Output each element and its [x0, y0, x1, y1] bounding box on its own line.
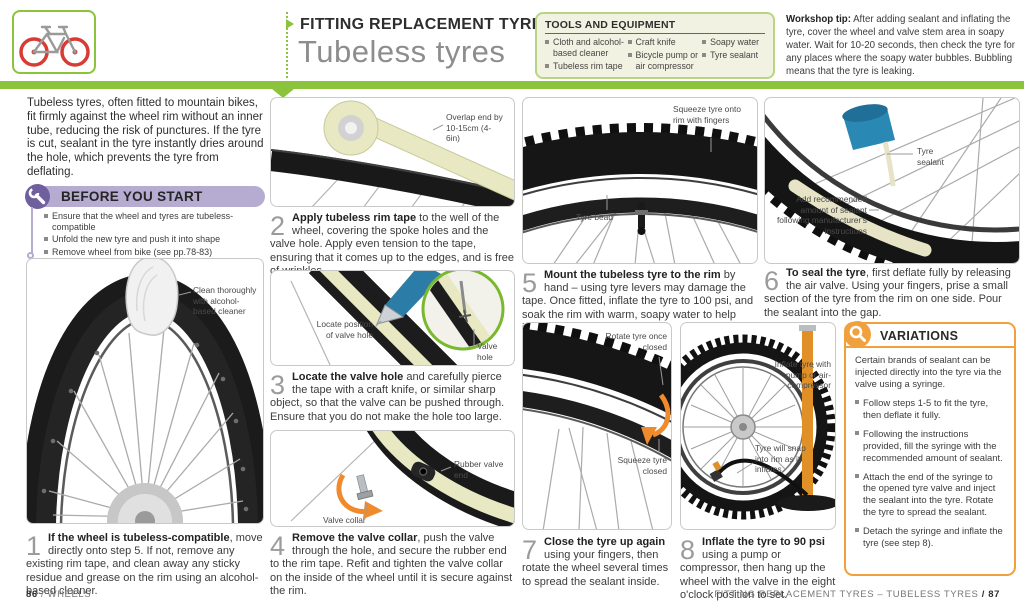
mount-tyre-image: Squeeze tyre onto rim with fingers Tyre …: [522, 97, 758, 264]
green-bar: [0, 81, 1024, 89]
bullet-icon: [702, 40, 707, 44]
tools-title: TOOLS AND EQUIPMENT: [545, 19, 765, 34]
bullet-icon: [44, 237, 48, 242]
workshop-tip: Workshop tip: After adding sealant and i…: [786, 14, 1016, 77]
intro-text: Tubeless tyres, often fitted to mountain…: [27, 97, 264, 178]
step-number: 1: [26, 531, 42, 561]
step-number: 4: [270, 531, 286, 561]
tool-item: Cloth and alcohol-based cleaner: [545, 37, 628, 59]
tool-item: Tubeless rim tape: [545, 61, 628, 72]
wrench-icon: [25, 184, 50, 209]
bullet-icon: [545, 63, 549, 68]
annotation-valve-collar: Valve collar: [323, 515, 366, 525]
before-you-start-rule: [31, 207, 33, 253]
tool-item: Soapy water: [702, 37, 765, 48]
close-tyre-image: Rotate tyre once closed Squeeze tyre clo…: [522, 322, 672, 530]
inflate-illustration: [681, 325, 835, 520]
annotation-locate: Locate position of valve hole: [316, 319, 373, 340]
step-number: 7: [522, 535, 538, 565]
annotation-inflate-pump: Inflate tyre with pump or air-compressor: [774, 359, 831, 390]
bike-icon: [12, 10, 96, 74]
step-number: 2: [270, 211, 286, 241]
bullet-icon: [855, 528, 859, 533]
variations-body: Certain brands of sealant can be injecte…: [846, 348, 1014, 549]
variations-item: Detach the syringe and inflate the tyre …: [855, 525, 1006, 549]
bullet-icon: [855, 473, 859, 478]
bullet-icon: [44, 214, 48, 218]
annotation-overlap: Overlap end by 10-15cm (4-6in): [446, 112, 503, 143]
list-item: Remove wheel from bike (see pp.78-83): [44, 247, 270, 258]
step-number: 6: [764, 266, 780, 296]
annotation-tyre-sealant: Tyre sealant: [917, 146, 945, 167]
bullet-icon: [702, 52, 707, 57]
inflate-image: Inflate tyre with pump or air-compressor…: [680, 322, 836, 530]
annotation-tyre-bead: Tyre bead: [575, 212, 613, 222]
tools-box: TOOLS AND EQUIPMENT Cloth and alcohol-ba…: [535, 12, 775, 79]
sealant-illustration: [765, 98, 1019, 263]
annotation-add-sealant: Add recommended amount of sealant follow…: [776, 194, 867, 236]
bullet-icon: [545, 40, 549, 44]
variations-title: VARIATIONS: [880, 329, 959, 343]
before-you-start-header: BEFORE YOU START: [25, 184, 265, 209]
variations-intro: Certain brands of sealant can be injecte…: [855, 354, 1002, 389]
rim-tape-illustration: [271, 100, 514, 206]
annotation-valve-hole: Valve hole: [477, 341, 498, 362]
bullet-icon: [44, 249, 48, 254]
magnifier-icon: [844, 321, 871, 348]
valve-collar-image: Rubber valve end Valve collar: [270, 430, 515, 527]
variations-item: Follow steps 1-5 to fit the tyre, then d…: [855, 397, 1006, 421]
page-title: Tubeless tyres: [298, 34, 506, 69]
footer-left: 86 / WHEELS: [26, 589, 92, 600]
bullet-icon: [855, 430, 859, 435]
valve-hole-image: Locate position of valve hole Valve hole: [270, 270, 515, 366]
step-number: 3: [270, 370, 286, 400]
tool-item: Craft knife: [627, 37, 703, 48]
list-item: Ensure that the wheel and tyres are tube…: [44, 211, 270, 233]
bullet-icon: [855, 399, 859, 404]
annotation-squeeze-closed: Squeeze tyre closed: [617, 455, 667, 476]
valve-illustration: [290, 431, 514, 526]
tool-item: Bicycle pump or air compressor: [627, 50, 703, 72]
list-item: Unfold the new tyre and push it into sha…: [44, 234, 270, 245]
variations-box: VARIATIONS Certain brands of sealant can…: [844, 321, 1016, 576]
kicker-arrow-icon: [286, 19, 294, 29]
clean-wheel-image: Clean thoroughly with alcohol-based clea…: [26, 258, 264, 524]
sealant-image: Tyre sealant Add recommended amount of s…: [764, 97, 1020, 264]
section-kicker: FITTING REPLACEMENT TYRES: [286, 16, 554, 34]
close-tyre-illustration: [523, 323, 671, 529]
step-number: 5: [522, 268, 538, 298]
annotation-squeeze-rim: Squeeze tyre onto rim with fingers: [673, 104, 741, 125]
valve-hole-illustration: [290, 271, 505, 365]
annotation-snap: Tyre will snap into rim as it inflates: [755, 443, 806, 474]
mount-tyre-illustration: [523, 123, 757, 263]
annotation-rotate: Rotate tyre once closed: [605, 331, 667, 352]
bullet-icon: [627, 40, 632, 44]
wheel-illustration: [27, 259, 263, 523]
footer-right: FITTING REPLACEMENT TYRES – TUBELESS TYR…: [714, 589, 1000, 600]
variations-item: Following the instructions provided, fil…: [855, 428, 1006, 464]
bullet-icon: [627, 52, 632, 57]
variations-item: Attach the end of the syringe to the ope…: [855, 471, 1006, 519]
header-divider: [286, 12, 288, 78]
green-bar-notch: [272, 89, 294, 98]
annotation-clean: Clean thoroughly with alcohol-based clea…: [193, 285, 257, 316]
rim-tape-image: Overlap end by 10-15cm (4-6in): [270, 97, 515, 207]
step-number: 8: [680, 535, 696, 565]
tool-item: Tyre sealant: [702, 50, 765, 61]
annotation-rubber-valve-end: Rubber valve end: [454, 459, 504, 480]
